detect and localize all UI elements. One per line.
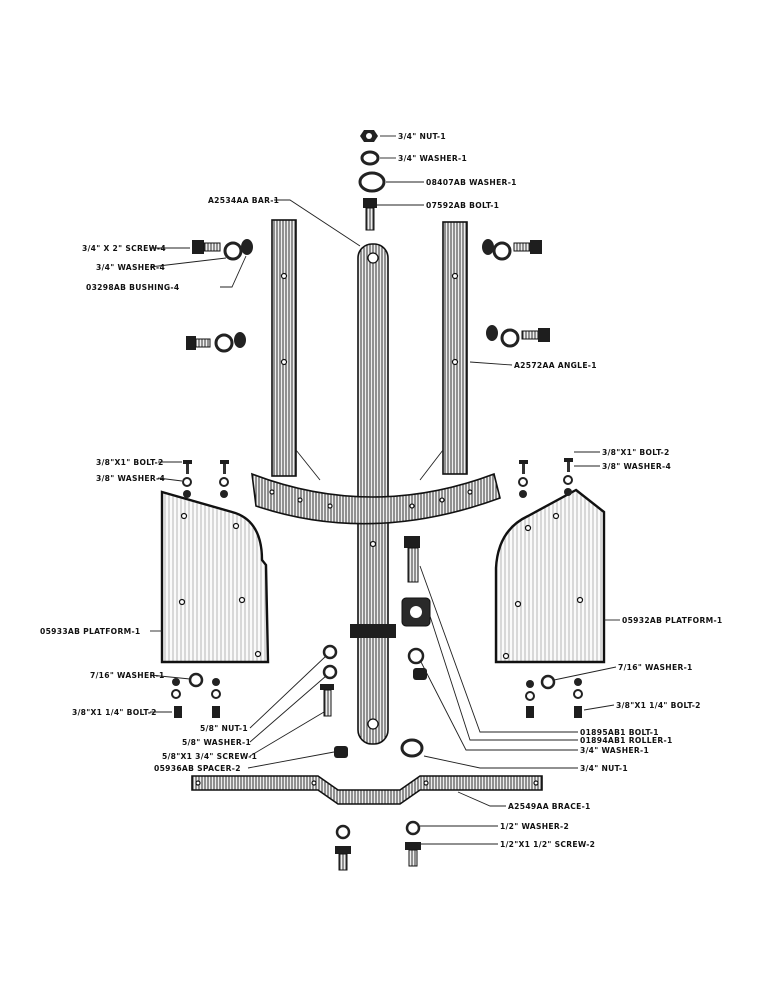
left-angle-part: [271, 219, 321, 481]
washer-08407-part: [358, 171, 386, 193]
label-bar: A2534AA BAR-1: [208, 196, 279, 205]
bottom-hardware-part: [335, 820, 421, 871]
label-screw-12: 1/2"X1 1/2" SCREW-2: [500, 840, 595, 849]
cross-plate-part: [251, 472, 501, 525]
bolt-07592-part: [363, 198, 377, 231]
label-washer-12: 1/2" WASHER-2: [500, 822, 569, 831]
label-bolt-38x114-left: 3/8"X1 1/4" BOLT-2: [72, 708, 157, 717]
label-washer-top: 3/4" WASHER-1: [398, 154, 467, 163]
roller-bolt-part: [404, 536, 420, 583]
label-bolt-38x114-right: 3/8"X1 1/4" BOLT-2: [616, 701, 701, 710]
label-bolt-07592: 07592AB BOLT-1: [426, 201, 499, 210]
right-lower-hardware-part: [525, 674, 583, 718]
nut-top-part: [360, 130, 378, 142]
label-screw-34x2: 3/4" X 2" SCREW-4: [82, 244, 166, 253]
label-washer-716-left: 7/16" WASHER-1: [90, 671, 165, 680]
label-washer-58: 5/8" WASHER-1: [182, 738, 251, 747]
label-washer-38-right: 3/8" WASHER-4: [602, 462, 671, 471]
platform-left-part: [160, 490, 270, 664]
label-platform-left: 05933AB PLATFORM-1: [40, 627, 140, 636]
washer-top-part: [360, 150, 380, 166]
label-bolt-38x1-right: 3/8"X1" BOLT-2: [602, 448, 670, 457]
label-screw-58x34: 5/8"X1 3/4" SCREW-1: [162, 752, 257, 761]
label-washer-716-right: 7/16" WASHER-1: [618, 663, 693, 672]
label-nut-top: 3/4" NUT-1: [398, 132, 446, 141]
label-washer-34-mid: 3/4" WASHER-1: [580, 746, 649, 755]
lower-middle-hardware-part: [320, 644, 427, 758]
label-washer-08407: 08407AB WASHER-1: [426, 178, 517, 187]
label-bolt-38x1-left: 3/8"X1" BOLT-2: [96, 458, 164, 467]
brace-part: [191, 775, 543, 805]
label-bolt-01895: 01895AB1 BOLT-1: [580, 728, 659, 737]
label-washer-34-4: 3/4" WASHER-4: [96, 263, 165, 272]
labels: 3/4" NUT-1 3/4" WASHER-1 08407AB WASHER-…: [40, 132, 722, 849]
bar-part: [350, 243, 396, 745]
label-platform-right: 05932AB PLATFORM-1: [622, 616, 722, 625]
label-bushing: 03298AB BUSHING-4: [86, 283, 179, 292]
left-washer-part: [223, 239, 253, 261]
left-platform-hardware-part: [182, 460, 229, 498]
label-nut-34-mid: 3/4" NUT-1: [580, 764, 628, 773]
label-brace: A2549AA BRACE-1: [508, 802, 591, 811]
left-lower-screw-part: [186, 332, 246, 353]
label-roller: 01894AB1 ROLLER-1: [580, 736, 673, 745]
left-lower-hardware-part: [171, 672, 221, 718]
right-platform-hardware-part: [518, 458, 573, 498]
label-angle: A2572AA ANGLE-1: [514, 361, 597, 370]
label-spacer: 05936AB SPACER-2: [154, 764, 241, 773]
label-washer-38-left: 3/8" WASHER-4: [96, 474, 165, 483]
right-hardware-part: [482, 239, 550, 348]
right-angle-part: [419, 221, 468, 481]
platform-right-part: [494, 488, 606, 664]
leader-lines: [149, 135, 620, 845]
label-nut-58: 5/8" NUT-1: [200, 724, 248, 733]
roller-part: [401, 597, 431, 627]
left-screw-part: [192, 240, 221, 254]
